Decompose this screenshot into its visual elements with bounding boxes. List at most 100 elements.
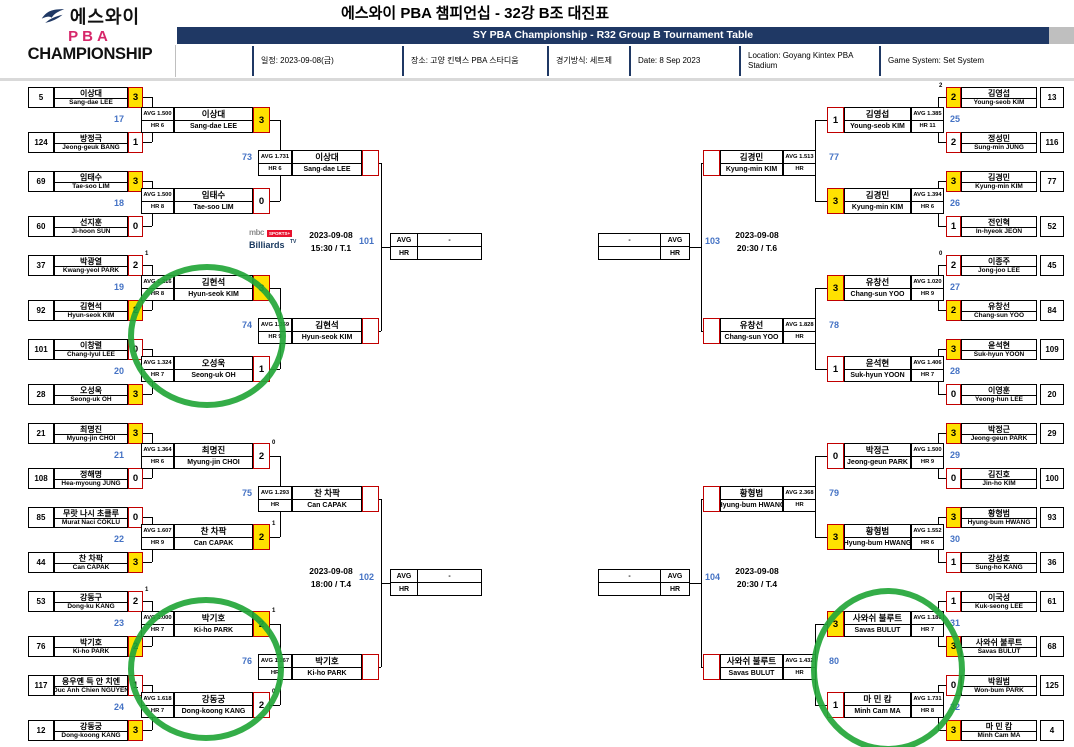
seed-box: 20 xyxy=(1040,384,1064,405)
score-box xyxy=(362,654,379,680)
player-name-korean: 김현석 xyxy=(293,319,361,332)
winner-avg-label: AVG xyxy=(660,569,690,583)
match-number: 23 xyxy=(113,618,124,628)
billiards-tv-text: TV xyxy=(290,239,297,245)
score-box: 0 xyxy=(128,468,143,489)
player-name-korean: 임태수 xyxy=(55,172,127,183)
player-hr: HR xyxy=(795,670,804,676)
match-number: 102 xyxy=(358,572,374,582)
match-number: 101 xyxy=(358,236,374,246)
bracket-connector-line xyxy=(938,550,939,562)
player-hr: HR 11 xyxy=(919,123,936,129)
player-name-english: Dong-koong KANG xyxy=(61,732,121,739)
player-hr: HR 6 xyxy=(150,123,165,129)
player-name-english: Sung-min JUNG xyxy=(974,144,1024,151)
score-box: 3 xyxy=(128,87,143,108)
bracket-connector-line xyxy=(815,288,827,289)
winner-hr-label: HR xyxy=(660,582,690,596)
player-hr: HR 9 xyxy=(920,459,935,465)
player-hr: HR 7 xyxy=(920,372,935,378)
seed-box: 28 xyxy=(28,384,54,405)
bracket-connector-line xyxy=(152,265,153,275)
seed-box: 5 xyxy=(28,87,54,108)
match-number: 31 xyxy=(950,618,961,628)
bracket-connector-line xyxy=(815,456,827,457)
player-hr: HR 6 xyxy=(268,166,282,172)
bracket-connector-line xyxy=(938,382,939,394)
player-name-korean: 이상대 xyxy=(293,151,361,164)
score-box: 2 xyxy=(946,255,961,276)
bracket-connector-line xyxy=(938,181,946,182)
player-hr: HR xyxy=(795,334,804,340)
player-name-english: Ji-hoon SUN xyxy=(71,228,111,235)
player-avg: AVG 1.513 xyxy=(784,151,815,164)
player-name-korean: 사와쉬 불루트 xyxy=(721,655,782,668)
player-name-korean: 강성호 xyxy=(962,553,1036,564)
annotation-circle xyxy=(128,597,284,741)
bracket-connector-line xyxy=(270,624,280,625)
player-name-korean: 마 민 캄 xyxy=(962,721,1036,732)
player-name-korean: 김경민 xyxy=(962,172,1036,183)
player-name-english: Chang-sun YOO xyxy=(973,312,1025,319)
player-avg: AVG 1.394 xyxy=(912,189,943,202)
score-box xyxy=(703,654,720,680)
score-box: 0 xyxy=(128,216,143,237)
subtitle-bar-tail xyxy=(1049,27,1074,44)
bracket-connector-line xyxy=(143,601,152,602)
seed-box: 52 xyxy=(1040,216,1064,237)
bracket-connector-line xyxy=(143,562,152,563)
player-avg: AVG 1.500 xyxy=(912,444,943,457)
bracket-connector-line xyxy=(280,120,281,150)
score-box: 3 xyxy=(128,171,143,192)
score-box: 3 xyxy=(946,423,961,444)
score-box: 0 xyxy=(946,384,961,405)
player-name-english: Hyun-seok KIM xyxy=(67,312,115,319)
player-name-english: Kyung-min KIM xyxy=(851,203,904,211)
bracket-connector-line xyxy=(815,512,816,537)
seed-box: 124 xyxy=(28,132,54,153)
score-box: 1 xyxy=(128,132,143,153)
bracket-connector-line xyxy=(938,97,946,98)
player-name-korean: 이상대 xyxy=(175,108,252,121)
match-number: 20 xyxy=(113,366,124,376)
player-name-english: Yeong-hun LEE xyxy=(974,396,1024,403)
score-box: 3 xyxy=(253,107,270,133)
score-box: 0 xyxy=(128,507,143,528)
match-number: 18 xyxy=(113,198,124,208)
player-name-english: Myung-jin CHOI xyxy=(66,435,116,442)
player-name-korean: 이종주 xyxy=(962,256,1036,267)
billiards-text: Billiards xyxy=(249,240,285,250)
player-name-english: Sung-ho KANG xyxy=(975,564,1023,571)
player-name-english: Savas BULUT xyxy=(728,669,775,677)
bracket-connector-line xyxy=(270,201,280,202)
player-name-korean: 유창선 xyxy=(721,319,782,332)
winner-avg-value: - xyxy=(598,233,661,247)
seed-box: 68 xyxy=(1040,636,1064,657)
player-name-korean: 찬 차팍 xyxy=(175,525,252,538)
player-name-korean: 전인혁 xyxy=(962,217,1036,228)
match-number: 29 xyxy=(950,450,961,460)
bracket-connector-line xyxy=(143,730,152,731)
seed-box: 29 xyxy=(1040,423,1064,444)
bracket-connector-line xyxy=(143,142,152,143)
player-name-english: Won-bum PARK xyxy=(974,687,1024,694)
score-box xyxy=(703,318,720,344)
bracket-connector-line xyxy=(815,201,827,202)
player-name-korean: 김진호 xyxy=(962,469,1036,480)
bracket-connector-line xyxy=(815,120,816,150)
